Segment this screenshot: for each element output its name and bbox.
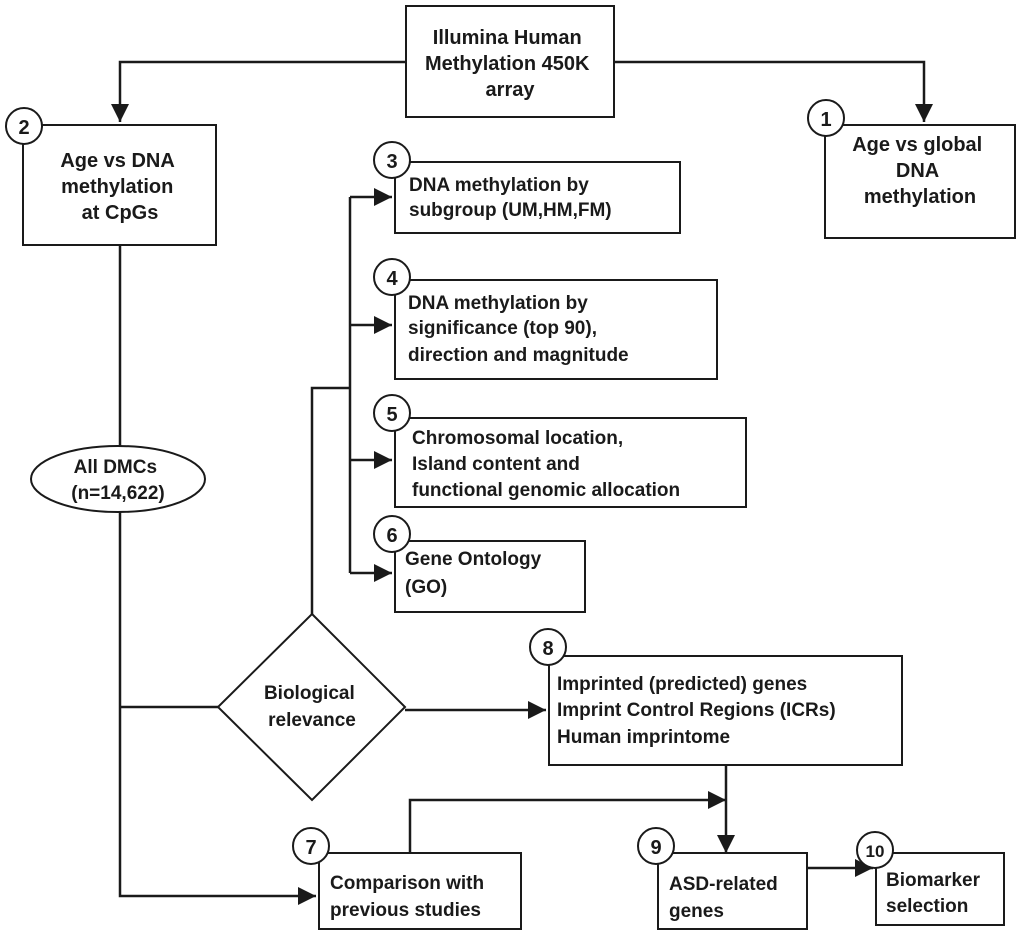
svg-text:7: 7 — [305, 837, 316, 859]
diamond-bio — [216, 612, 407, 802]
label-n5: Chromosomal location, Island content and… — [412, 428, 680, 501]
label-n10: Biomarker selection — [886, 870, 985, 917]
label-n4: DNA methylation by significance (top 90)… — [408, 293, 629, 366]
svg-text:1: 1 — [820, 109, 831, 131]
badge-7: 7 — [292, 827, 330, 865]
box-n1 — [824, 124, 1016, 239]
badges: 2 1 3 4 5 6 8 7 9 10 — [5, 99, 894, 869]
box-n6 — [394, 540, 586, 613]
label-n2: Age vs DNA methylation at CpGs — [60, 150, 179, 224]
badge-4: 4 — [373, 258, 411, 296]
badge-2: 2 — [5, 107, 43, 145]
label-dmcs: All DMCs (n=14,622) — [71, 457, 164, 504]
svg-text:2: 2 — [18, 117, 29, 139]
svg-text:10: 10 — [866, 842, 885, 861]
label-n3: DNA methylation by subgroup (UM,HM,FM) — [409, 175, 612, 221]
box-n7 — [318, 852, 522, 930]
label-array: Illumina Human Methylation 450K array — [425, 27, 595, 101]
label-n1: Age vs global DNA methylation — [852, 134, 988, 208]
badge-5: 5 — [373, 394, 411, 432]
arrow-dmcs-to-n7 — [118, 511, 316, 905]
label-n9: ASD-related genes — [669, 874, 783, 922]
svg-text:4: 4 — [386, 268, 398, 290]
connectors — [111, 60, 933, 905]
svg-text:5: 5 — [386, 404, 397, 426]
badge-3: 3 — [373, 141, 411, 179]
badge-8: 8 — [529, 628, 567, 666]
svg-text:9: 9 — [650, 837, 661, 859]
box-n3 — [394, 161, 681, 234]
label-n8: Imprinted (predicted) genes Imprint Cont… — [557, 674, 841, 748]
box-n10 — [875, 852, 1005, 926]
label-bio: Biological relevance — [264, 683, 360, 731]
svg-text:3: 3 — [386, 151, 397, 173]
svg-text:6: 6 — [386, 525, 397, 547]
badge-10: 10 — [856, 831, 894, 869]
arrow-array-to-n1 — [614, 60, 933, 122]
label-n6: Gene Ontology (GO) — [405, 549, 546, 598]
box-n5 — [394, 417, 747, 508]
shapes — [22, 5, 1016, 930]
badge-6: 6 — [373, 515, 411, 553]
badge-1: 1 — [807, 99, 845, 137]
box-n4 — [394, 279, 718, 380]
box-n2 — [22, 124, 217, 246]
oval-dmcs — [30, 445, 206, 513]
box-n8 — [548, 655, 903, 766]
badge-9: 9 — [637, 827, 675, 865]
label-n7: Comparison with previous studies — [330, 873, 489, 921]
svg-text:8: 8 — [542, 638, 553, 660]
arrow-array-to-n2 — [111, 60, 406, 122]
arrow-n7-to-n9 — [408, 791, 726, 853]
line-bio-to-bracket — [310, 386, 350, 614]
box-n9 — [657, 852, 808, 930]
labels: Illumina Human Methylation 450K array Ag… — [60, 27, 988, 922]
box-array — [405, 5, 615, 118]
